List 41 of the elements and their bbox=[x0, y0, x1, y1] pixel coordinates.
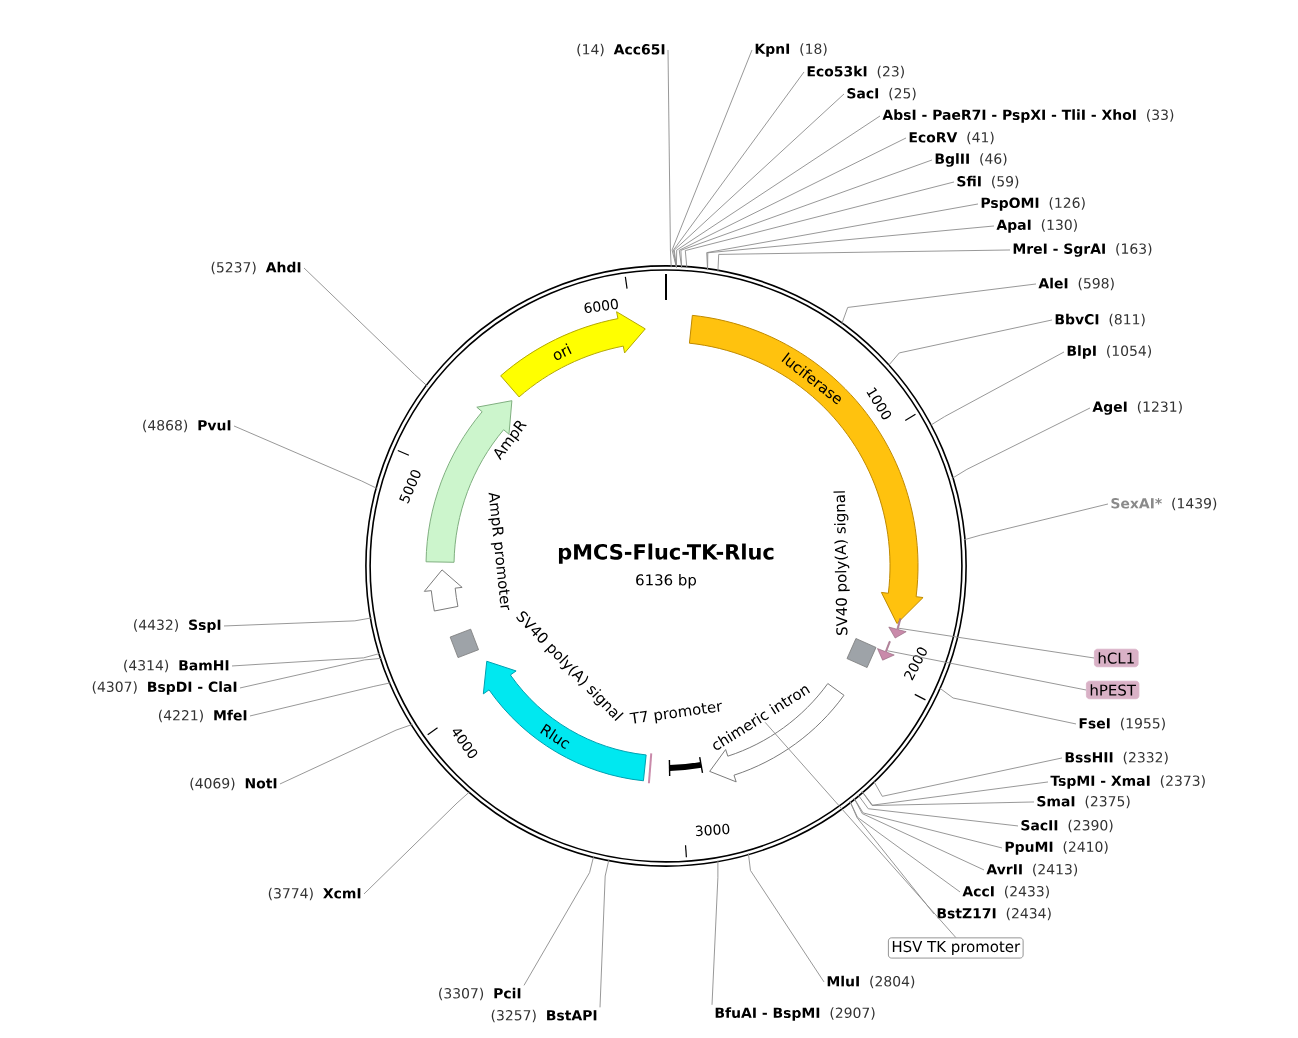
leader-line bbox=[673, 93, 845, 268]
leader-line bbox=[849, 800, 935, 915]
leader-line bbox=[898, 627, 1095, 659]
leader-line bbox=[231, 652, 381, 667]
leader-line bbox=[233, 425, 378, 490]
leader-line bbox=[857, 794, 1019, 827]
leader-line bbox=[707, 225, 995, 271]
leader-line bbox=[279, 723, 414, 785]
leader-line bbox=[853, 797, 1003, 849]
leader-line bbox=[861, 781, 1049, 806]
leader-line bbox=[861, 791, 1035, 806]
leader-line bbox=[747, 852, 825, 983]
leader-line bbox=[963, 503, 1109, 541]
leader-line bbox=[680, 159, 933, 269]
leader-line bbox=[764, 721, 957, 938]
leader-line bbox=[887, 319, 1053, 367]
leader-line bbox=[929, 351, 1065, 427]
leader-line bbox=[363, 791, 471, 895]
leader-line bbox=[667, 49, 672, 268]
leader-line bbox=[223, 617, 373, 627]
leader-line bbox=[886, 650, 1087, 691]
feature-marker bbox=[888, 618, 907, 639]
leader-line bbox=[684, 181, 955, 269]
leader-line bbox=[523, 855, 595, 986]
feature-marker bbox=[877, 641, 895, 661]
leader-line bbox=[303, 267, 428, 387]
leader-line bbox=[711, 859, 719, 1006]
leader-line bbox=[599, 858, 610, 1008]
leader-line bbox=[675, 115, 881, 268]
leader-line bbox=[673, 71, 805, 268]
leader-line bbox=[671, 49, 753, 268]
leader-line bbox=[841, 283, 1037, 325]
leader-line bbox=[873, 757, 1063, 797]
leader-line bbox=[249, 682, 392, 717]
leader-line bbox=[678, 137, 907, 269]
leader-line bbox=[717, 249, 1011, 273]
leader-line bbox=[239, 657, 383, 689]
leader-line bbox=[849, 800, 961, 893]
leader-line bbox=[951, 407, 1091, 480]
leader-line bbox=[853, 797, 985, 871]
leader-line bbox=[938, 687, 1077, 725]
